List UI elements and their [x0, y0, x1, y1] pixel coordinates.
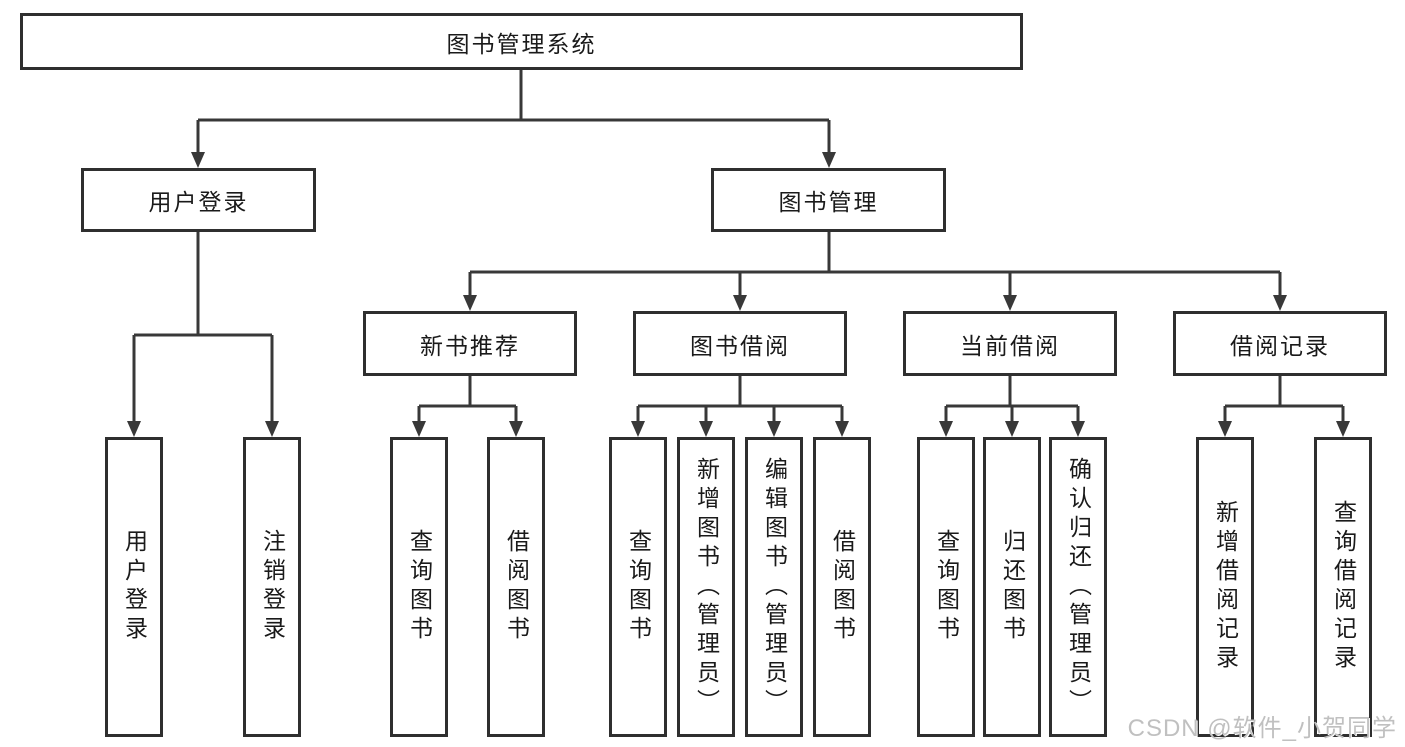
leaf-return-books: 归还图书	[983, 437, 1041, 737]
leaf-query-borrow-record-label: 查询借阅记录	[1330, 500, 1357, 674]
leaf-borrow-books-label: 借阅图书	[829, 529, 856, 645]
node-book-borrow-label: 图书借阅	[690, 332, 790, 359]
csdn-watermark: CSDN @软件_小贺同学	[1127, 715, 1397, 742]
leaf-query-books-recommend-label: 查询图书	[406, 529, 433, 645]
node-system-title: 图书管理系统	[20, 13, 1023, 70]
leaf-add-books-admin-label: 新增图书（管理员）	[693, 456, 720, 718]
leaf-logout-label: 注销登录	[259, 529, 286, 645]
node-new-book-recommend-label: 新书推荐	[420, 332, 520, 359]
leaf-query-books-current: 查询图书	[917, 437, 975, 737]
leaf-user-login: 用户登录	[105, 437, 163, 737]
leaf-query-books-recommend: 查询图书	[390, 437, 448, 737]
leaf-add-borrow-record-label: 新增借阅记录	[1212, 500, 1239, 674]
leaf-query-books-borrow-label: 查询图书	[625, 529, 652, 645]
leaf-edit-books-admin: 编辑图书（管理员）	[745, 437, 803, 737]
node-book-borrow: 图书借阅	[633, 311, 847, 376]
leaf-borrow-books-recommend: 借阅图书	[487, 437, 545, 737]
leaf-add-books-admin: 新增图书（管理员）	[677, 437, 735, 737]
leaf-add-borrow-record: 新增借阅记录	[1196, 437, 1254, 737]
leaf-borrow-books: 借阅图书	[813, 437, 871, 737]
arrowheads	[127, 152, 1350, 437]
node-system-title-label: 图书管理系统	[446, 30, 597, 57]
leaf-logout: 注销登录	[243, 437, 301, 737]
leaf-query-books-current-label: 查询图书	[933, 529, 960, 645]
node-borrow-records-label: 借阅记录	[1230, 332, 1330, 359]
leaf-edit-books-admin-label: 编辑图书（管理员）	[761, 456, 788, 718]
node-book-management-label: 图书管理	[778, 189, 879, 215]
node-current-borrow: 当前借阅	[903, 311, 1117, 376]
leaf-confirm-return-admin: 确认归还（管理员）	[1049, 437, 1107, 737]
node-user-login-label: 用户登录	[148, 189, 249, 215]
node-borrow-records: 借阅记录	[1173, 311, 1387, 376]
node-current-borrow-label: 当前借阅	[960, 332, 1060, 359]
leaf-borrow-books-recommend-label: 借阅图书	[503, 529, 530, 645]
node-book-management: 图书管理	[711, 168, 946, 232]
node-user-login: 用户登录	[81, 168, 316, 232]
leaf-query-borrow-record: 查询借阅记录	[1314, 437, 1372, 737]
leaf-confirm-return-admin-label: 确认归还（管理员）	[1065, 456, 1092, 718]
leaf-user-login-label: 用户登录	[121, 529, 148, 645]
node-new-book-recommend: 新书推荐	[363, 311, 577, 376]
leaf-return-books-label: 归还图书	[999, 529, 1026, 645]
leaf-query-books-borrow: 查询图书	[609, 437, 667, 737]
